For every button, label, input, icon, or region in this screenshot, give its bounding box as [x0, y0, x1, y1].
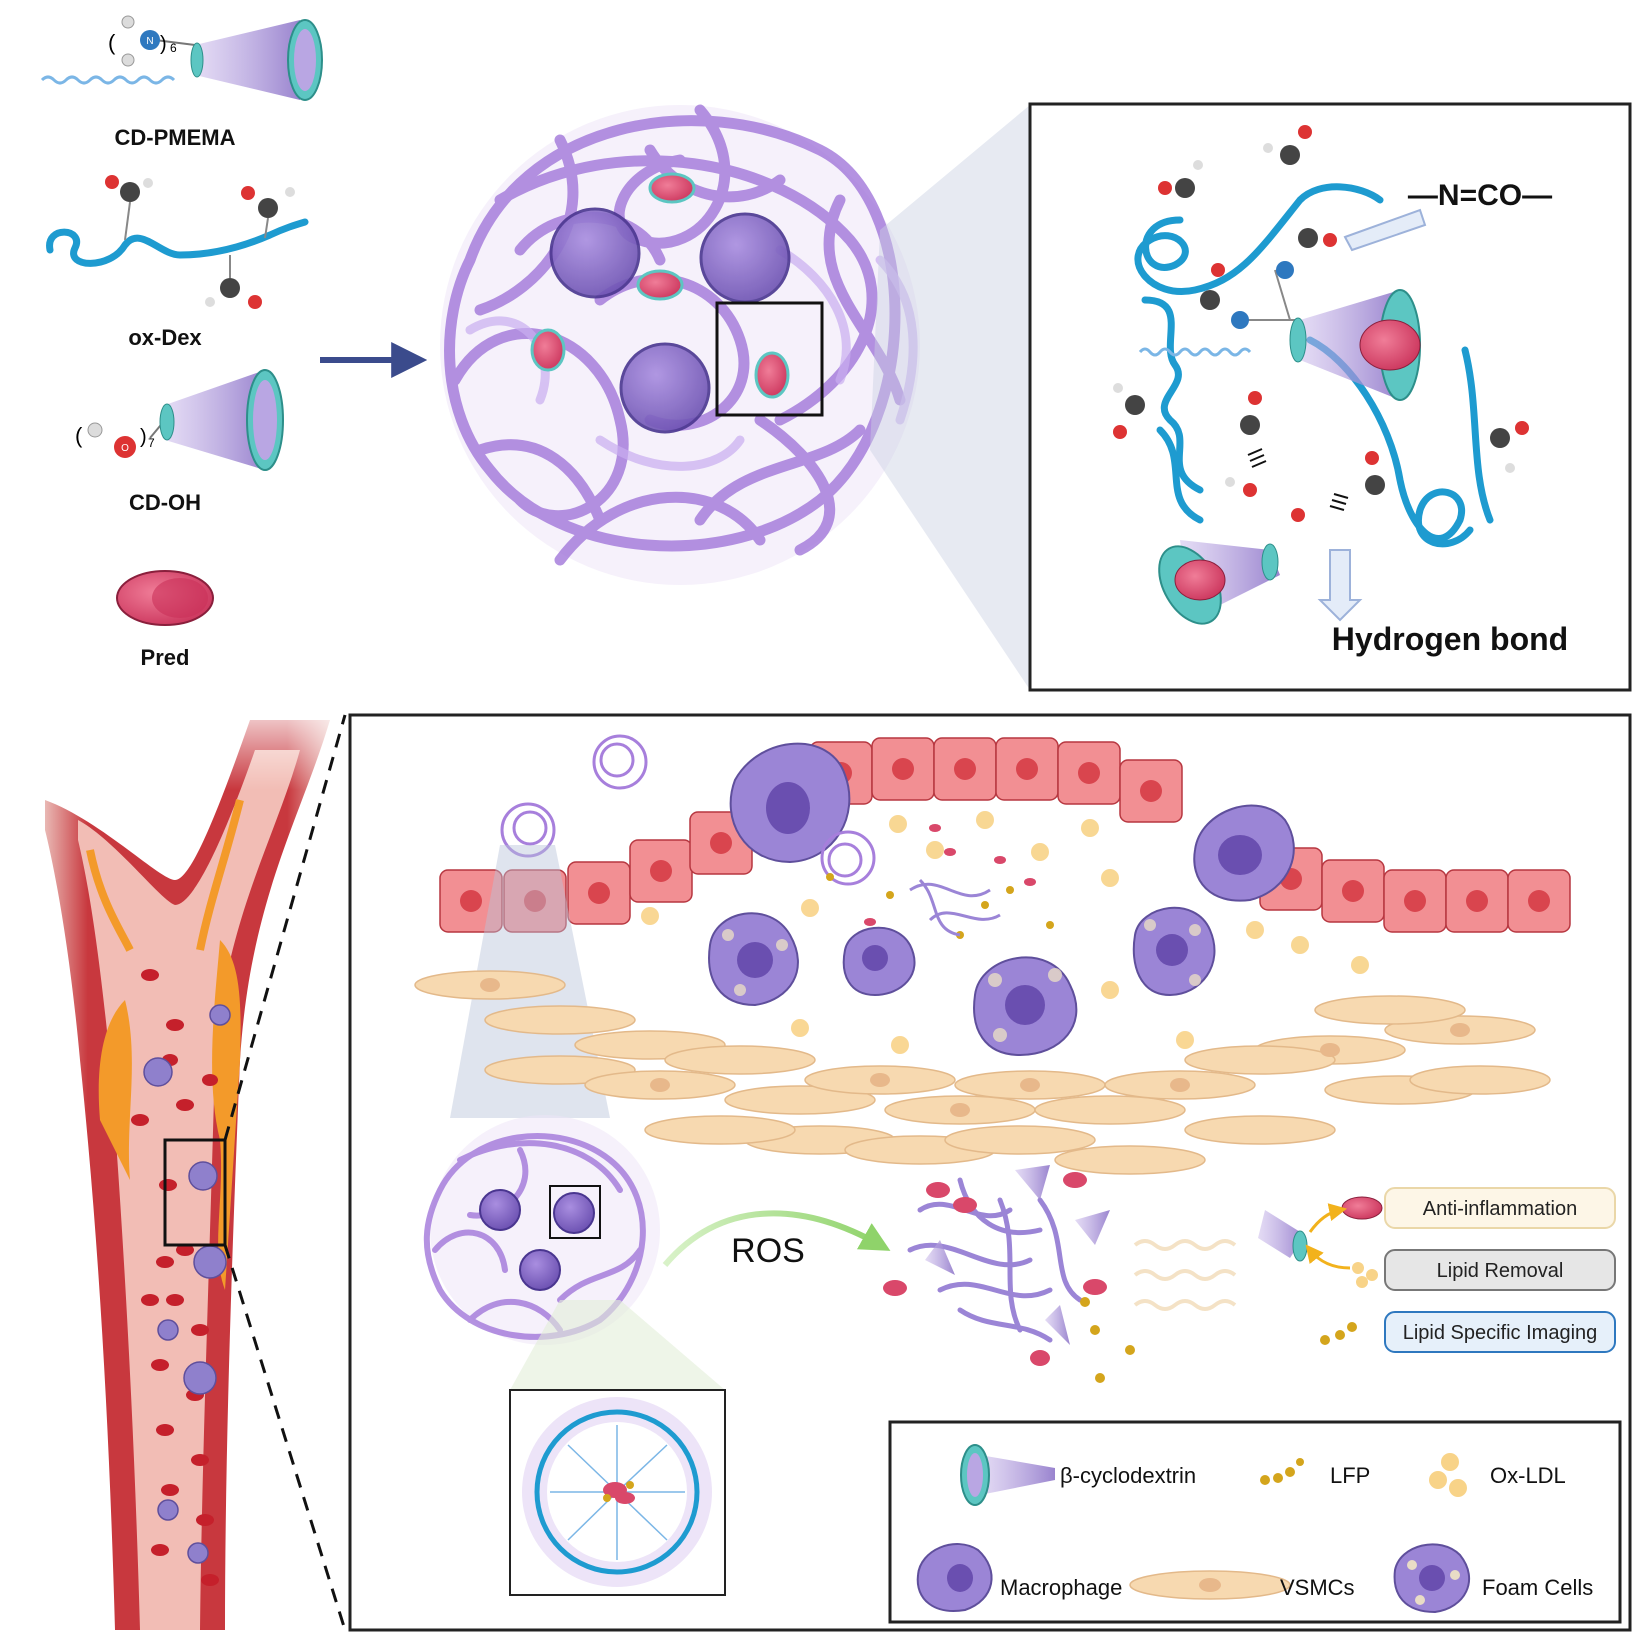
nitrogen-atom [140, 30, 160, 50]
zoom-cone [870, 105, 1030, 690]
component-cd-oh: ( O ) 7 CD-OH [75, 369, 284, 515]
svg-text:(: ( [108, 30, 116, 55]
nanoparticle [440, 104, 920, 585]
svg-text:N: N [146, 36, 153, 47]
legend-vsmcs: VSMCs [1280, 1575, 1355, 1600]
legend-ox-ldl: Ox-LDL [1490, 1463, 1566, 1488]
legend-foam-cells: Foam Cells [1482, 1575, 1593, 1600]
svg-text:): ) [160, 33, 167, 55]
artery-vessel [30, 690, 350, 1631]
vsmc-layer [414, 970, 1551, 1175]
legend-cyclodextrin: β-cyclodextrin [1060, 1463, 1196, 1488]
component-cd-pmema: N ( ) 6 CD-PMEMA [40, 15, 323, 150]
legend: β-cyclodextrin LFP Ox-LDL Macrophage VSM… [888, 1420, 1622, 1624]
outcome-lipid-imaging: Lipid Specific Imaging [1384, 1311, 1616, 1353]
svg-text:7: 7 [148, 436, 155, 450]
ros-arrow [662, 1210, 891, 1267]
micelle-cross-section [509, 1389, 726, 1596]
cd-oh-label: CD-OH [129, 490, 201, 515]
svg-text:6: 6 [170, 41, 177, 55]
outcome-lipid-removal: Lipid Removal [1384, 1249, 1616, 1291]
zoom-detail-panel: —N=CO— Hydrogen bond [1028, 102, 1632, 692]
component-pred: Pred [116, 570, 214, 670]
vessel-zoom-box [163, 1138, 227, 1247]
component-ox-dex: ox-Dex [46, 175, 309, 350]
zoom-region-box [715, 301, 824, 417]
svg-text:(: ( [75, 423, 83, 448]
svg-text:Anti-inflammation: Anti-inflammation [1423, 1198, 1578, 1220]
pred-label: Pred [141, 645, 190, 670]
cd-pmema-label: CD-PMEMA [115, 125, 236, 150]
nanoparticle-small [423, 1115, 725, 1390]
legend-macrophage: Macrophage [1000, 1575, 1122, 1600]
svg-text:Lipid Removal: Lipid Removal [1437, 1260, 1564, 1282]
svg-text:Lipid Specific Imaging: Lipid Specific Imaging [1403, 1322, 1598, 1344]
disassembled-polymer [907, 1177, 1083, 1343]
imine-bond-label: —N=CO— [1408, 179, 1552, 212]
ox-dex-label: ox-Dex [128, 325, 202, 350]
ros-label: ROS [731, 1232, 805, 1270]
lfp-icon [1260, 1458, 1304, 1485]
plaque-panel: ROS [348, 713, 1632, 1632]
svg-text:): ) [140, 426, 147, 448]
legend-lfp: LFP [1330, 1463, 1370, 1488]
hydrogen-bond-label: Hydrogen bond [1332, 621, 1568, 657]
svg-text:O: O [121, 443, 129, 454]
ox-ldl-icon [1429, 1453, 1467, 1497]
outcome-anti-inflammation: Anti-inflammation [1384, 1187, 1616, 1229]
oxygen-atom [114, 436, 136, 458]
